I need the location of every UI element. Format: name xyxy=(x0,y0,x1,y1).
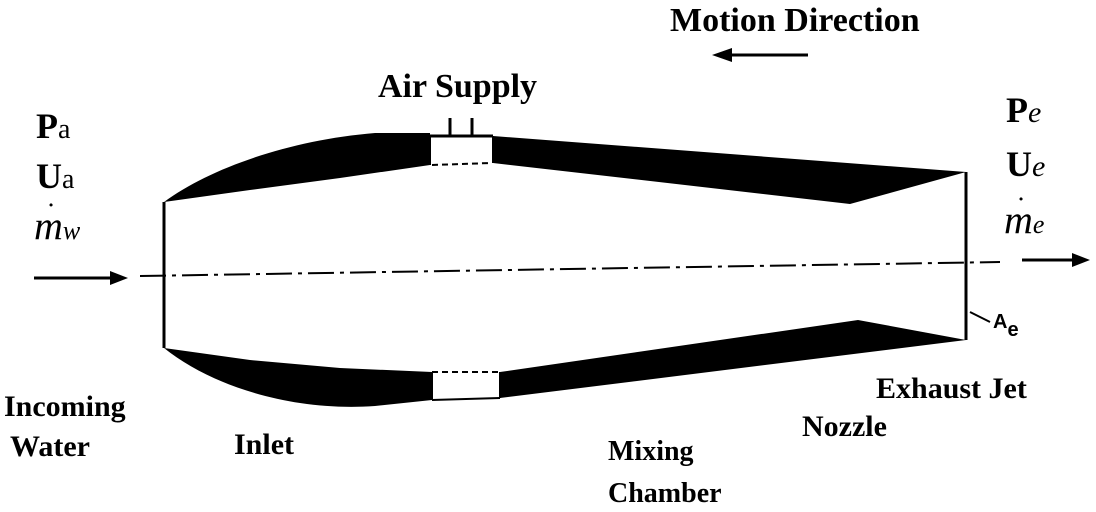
inlet-pressure-symbol: Pa xyxy=(36,108,70,144)
inlet-massflow-symbol: ˙mw xyxy=(34,197,81,248)
exit-pressure-sub: e xyxy=(1028,96,1042,129)
exit-velocity-sub: e xyxy=(1032,150,1046,183)
exit-velocity-symbol: Ue xyxy=(1006,146,1045,182)
exhaust-arrow xyxy=(1022,253,1090,267)
inlet-velocity-sub: a xyxy=(62,164,75,195)
exit-pressure-symbol: Pe xyxy=(1006,92,1041,128)
speck xyxy=(265,382,269,386)
air-supply-port-upper xyxy=(429,118,494,166)
exit-massflow-sub: e xyxy=(1032,210,1045,239)
inlet-pressure-sub: a xyxy=(58,114,71,145)
motion-direction-label: Motion Direction xyxy=(670,2,920,39)
exit-area-symbol: A xyxy=(993,311,1008,333)
exhaust-jet-label: Exhaust Jet xyxy=(876,372,1027,405)
motion-direction-arrow xyxy=(712,48,808,62)
inlet-massflow-sub: w xyxy=(62,216,81,245)
exit-area-sub: e xyxy=(1007,319,1019,341)
mixing-chamber-label-line1: Mixing xyxy=(608,436,694,467)
upper-wall-front xyxy=(164,133,430,202)
incoming-water-label-line1: Incoming xyxy=(4,390,126,423)
exit-massflow-letter: ˙m xyxy=(1004,191,1033,242)
inlet-pressure-letter: P xyxy=(36,106,58,146)
inlet-velocity-symbol: Ua xyxy=(36,158,74,194)
air-supply-port-lower xyxy=(431,371,501,401)
inlet-velocity-letter: U xyxy=(36,156,62,196)
lower-wall-rear xyxy=(500,320,966,398)
exit-area-label: Ae xyxy=(993,311,1019,340)
exit-pressure-letter: P xyxy=(1006,90,1028,130)
exit-massflow-symbol: ˙me xyxy=(1004,191,1045,242)
exit-velocity-letter: U xyxy=(1006,144,1032,184)
exit-area-leader xyxy=(969,311,991,323)
air-supply-label: Air Supply xyxy=(378,68,538,105)
centerline xyxy=(139,261,1001,277)
lower-wall-front xyxy=(164,348,432,407)
incoming-water-label-line2: Water xyxy=(10,430,90,463)
incoming-flow-arrow xyxy=(34,271,128,285)
upper-wall-rear xyxy=(493,136,966,204)
inlet-massflow-letter: ˙m xyxy=(34,197,63,248)
mixing-chamber-label-line2: Chamber xyxy=(608,478,722,509)
inlet-label: Inlet xyxy=(234,428,294,461)
nozzle-label: Nozzle xyxy=(802,410,887,443)
